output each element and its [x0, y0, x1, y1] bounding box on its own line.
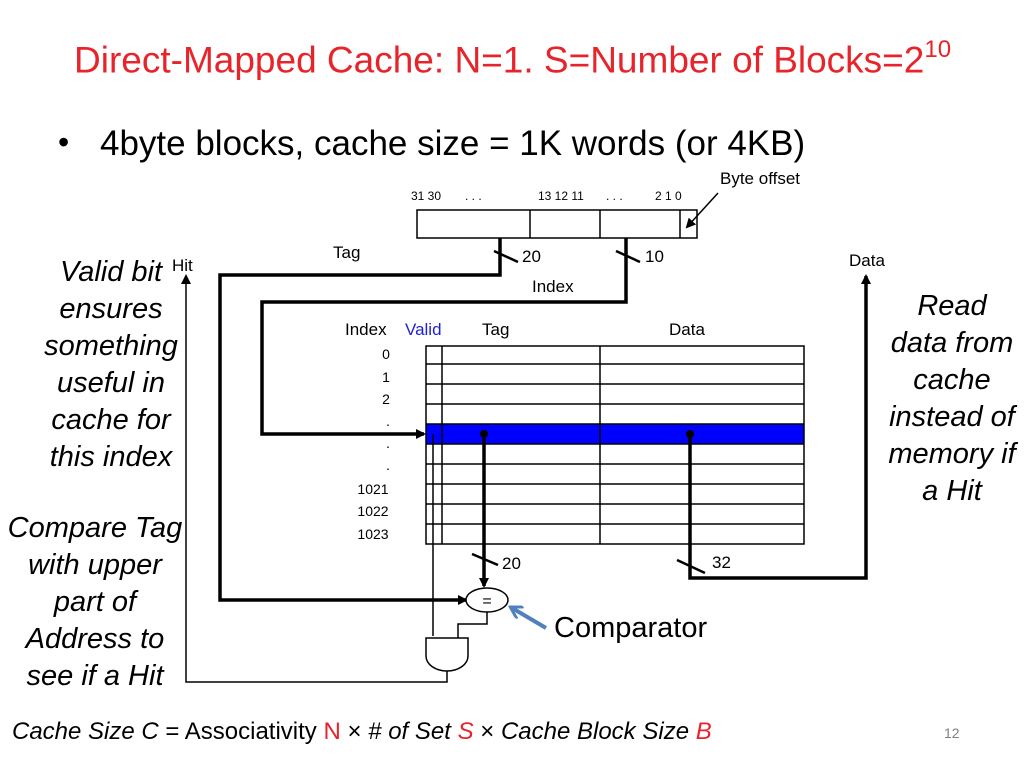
and-gate: [425, 637, 469, 672]
header-index: Index: [345, 320, 387, 339]
footer-block-size: Cache Block Size: [500, 718, 690, 745]
addr-bits-mid: 13 12 11: [538, 189, 584, 203]
read-data-note: Read data from cache instead of memory i…: [888, 290, 1016, 507]
comparator-pointer: [512, 608, 548, 630]
page-number: 12: [944, 725, 960, 741]
index-width-label: 10: [645, 247, 664, 266]
footer-times-2: ×: [473, 718, 501, 745]
tag-label: Tag: [333, 243, 360, 262]
addr-dots-2: . . .: [606, 189, 623, 203]
addr-dots-1: . . .: [465, 189, 482, 203]
bullet-dot: •: [58, 124, 70, 160]
footer-n: N: [323, 718, 341, 745]
footer-eq: = Associativity: [158, 718, 324, 745]
compare-note: Compare Tag with upper part of Address t…: [7, 512, 183, 692]
row-index-1: 1: [382, 369, 390, 385]
index-path: [260, 238, 628, 439]
footer-formula: Cache Size C = Associativity N × # of Se…: [12, 718, 712, 746]
footer-sets: # of Set: [368, 718, 451, 745]
cache-table: [425, 345, 805, 545]
footer-cache-size: Cache Size C: [12, 718, 159, 745]
row-index-dot-2: .: [386, 435, 390, 451]
index-label: Index: [532, 277, 574, 296]
tag-address-path: [218, 238, 502, 605]
row-index-0: 0: [382, 346, 390, 362]
row-index-1021: 1021: [357, 481, 388, 497]
title-text: Direct-Mapped Cache: N=1. S=Number of Bl…: [74, 39, 925, 81]
header-valid: Valid: [405, 320, 442, 339]
footer-times-1: ×: [340, 718, 369, 745]
header-tag: Tag: [482, 320, 509, 339]
row-index-dot-3: .: [386, 457, 390, 473]
data-width-slash: [676, 558, 706, 575]
tag-width-slash: [493, 249, 519, 264]
hit-path: [181, 274, 448, 683]
data-label: Data: [849, 251, 885, 270]
data-width-label: 32: [712, 553, 731, 572]
cache-tag-width-label: 20: [502, 554, 521, 573]
index-width-slash: [615, 249, 641, 264]
cache-tag-width-slash: [471, 552, 499, 567]
byte-offset-label: Byte offset: [720, 169, 800, 188]
hit-label: Hit: [172, 256, 193, 275]
bullet-text: 4byte blocks, cache size = 1K words (or …: [100, 124, 806, 163]
row-index-1022: 1022: [357, 503, 388, 519]
comparator-symbol: =: [482, 593, 491, 610]
footer-b: B: [695, 718, 712, 745]
footer-s: S: [457, 718, 474, 745]
address-register: [416, 209, 698, 239]
row-index-1023: 1023: [357, 526, 388, 542]
selected-row: [426, 424, 804, 444]
data-out-path: [688, 274, 871, 580]
slide-title: Direct-Mapped Cache: N=1. S=Number of Bl…: [74, 36, 952, 81]
addr-bits-right: 2 1 0: [655, 189, 682, 203]
addr-bits-left: 31 30: [411, 189, 441, 203]
row-index-dot-1: .: [386, 413, 390, 429]
header-data: Data: [669, 320, 705, 339]
comparator-label: Comparator: [554, 612, 708, 644]
title-exponent: 10: [924, 36, 952, 63]
tag-width-label: 20: [522, 247, 541, 266]
row-index-2: 2: [382, 391, 390, 407]
byte-offset-pointer: [685, 192, 719, 229]
valid-bit-note: Valid bit ensures something useful in ca…: [44, 256, 178, 473]
compare-result-line: [457, 612, 488, 638]
